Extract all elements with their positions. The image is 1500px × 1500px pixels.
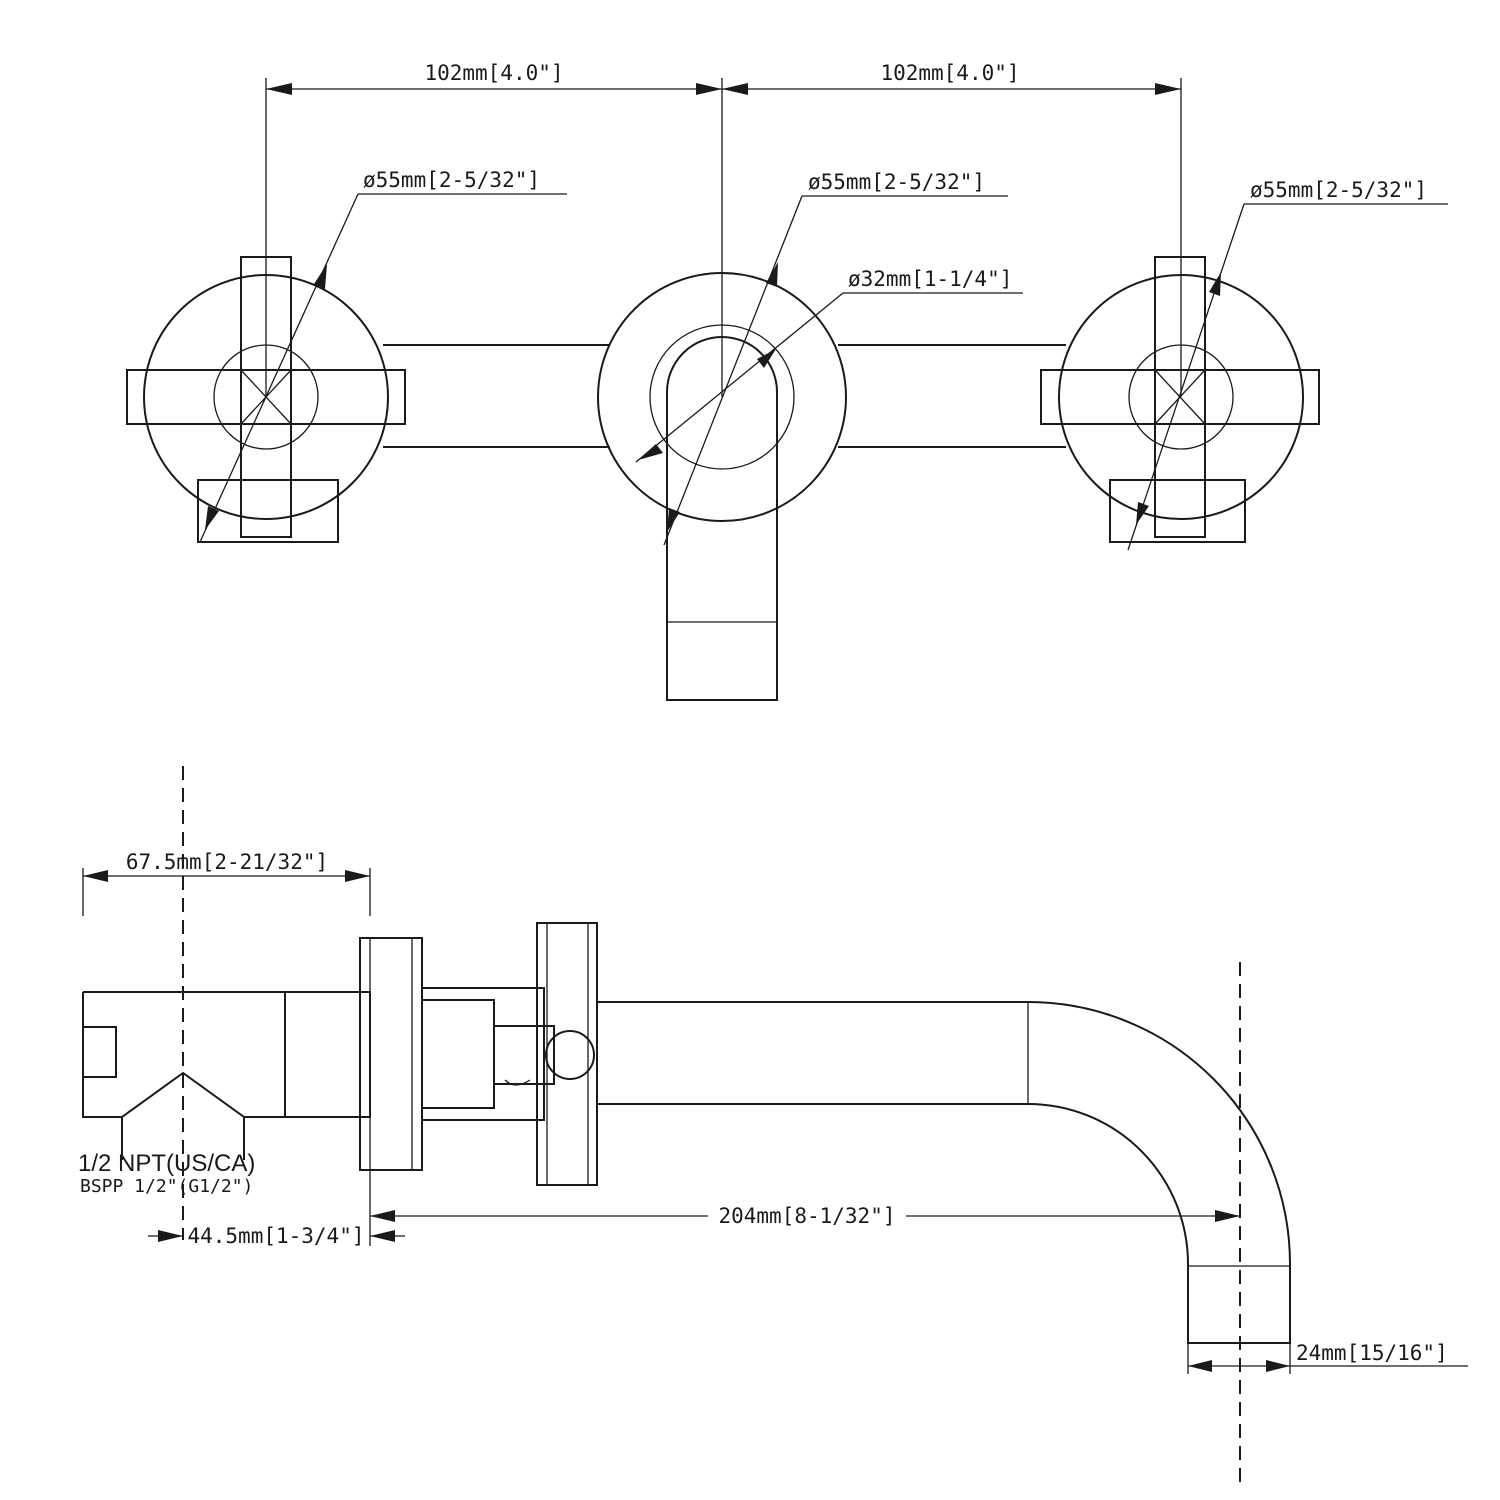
leader-right-escutcheon: ø55mm[2-5/32"] [1127,178,1448,551]
leader-spout-escutcheon: ø55mm[2-5/32"] [663,170,1008,546]
spout-side [597,1001,1291,1344]
connecting-pipes [383,344,1066,448]
leader-left-escutcheon: ø55mm[2-5/32"] [199,168,567,543]
dim-text-center-left: 102mm[4.0"] [424,61,563,85]
dim-text-spout-reach: 204mm[8-1/32"] [718,1204,895,1228]
right-cross-handle [1040,256,1320,543]
connection-alt-label: BSPP 1/2"(G1/2") [80,1176,253,1197]
dimension-center-spacing-left: 102mm[4.0"] [266,61,722,95]
connection-standard-label: 1/2 NPT(US/CA) [78,1150,255,1177]
valve-body [82,991,371,1160]
leader-spout-diameter: ø32mm[1-1/4"] [635,267,1023,463]
dimension-outlet-width: 24mm[15/16"] [1187,1341,1468,1374]
dimension-rough-in-depth: 67.5mm[2-21/32"] [82,850,371,916]
dim-text-outlet-width: 24mm[15/16"] [1296,1341,1448,1365]
extension-lines [265,78,1182,397]
dim-text-rough-in: 67.5mm[2-21/32"] [126,850,328,874]
dimension-inlet-offset: 44.5mm[1-3/4"] [148,1170,405,1248]
handle-side [536,922,598,1186]
side-view: 67.5mm[2-21/32"] 1/2 NPT(US/CA) BSPP 1/2… [78,766,1468,1484]
dimension-spout-reach: 204mm[8-1/32"] [370,1204,1240,1228]
front-view: 102mm[4.0"] 102mm[4.0"] ø55mm[2-5/32"] ø… [126,61,1448,701]
trim-body [421,987,555,1121]
dim-text-spout-escutcheon: ø55mm[2-5/32"] [808,170,985,194]
dim-text-center-right: 102mm[4.0"] [880,61,1019,85]
dimension-center-spacing-right: 102mm[4.0"] [722,61,1181,95]
dim-text-left-escutcheon: ø55mm[2-5/32"] [363,168,540,192]
dim-text-spout-diameter: ø32mm[1-1/4"] [848,267,1012,291]
dim-text-inlet-offset: 44.5mm[1-3/4"] [187,1224,364,1248]
dim-text-right-escutcheon: ø55mm[2-5/32"] [1250,178,1427,202]
